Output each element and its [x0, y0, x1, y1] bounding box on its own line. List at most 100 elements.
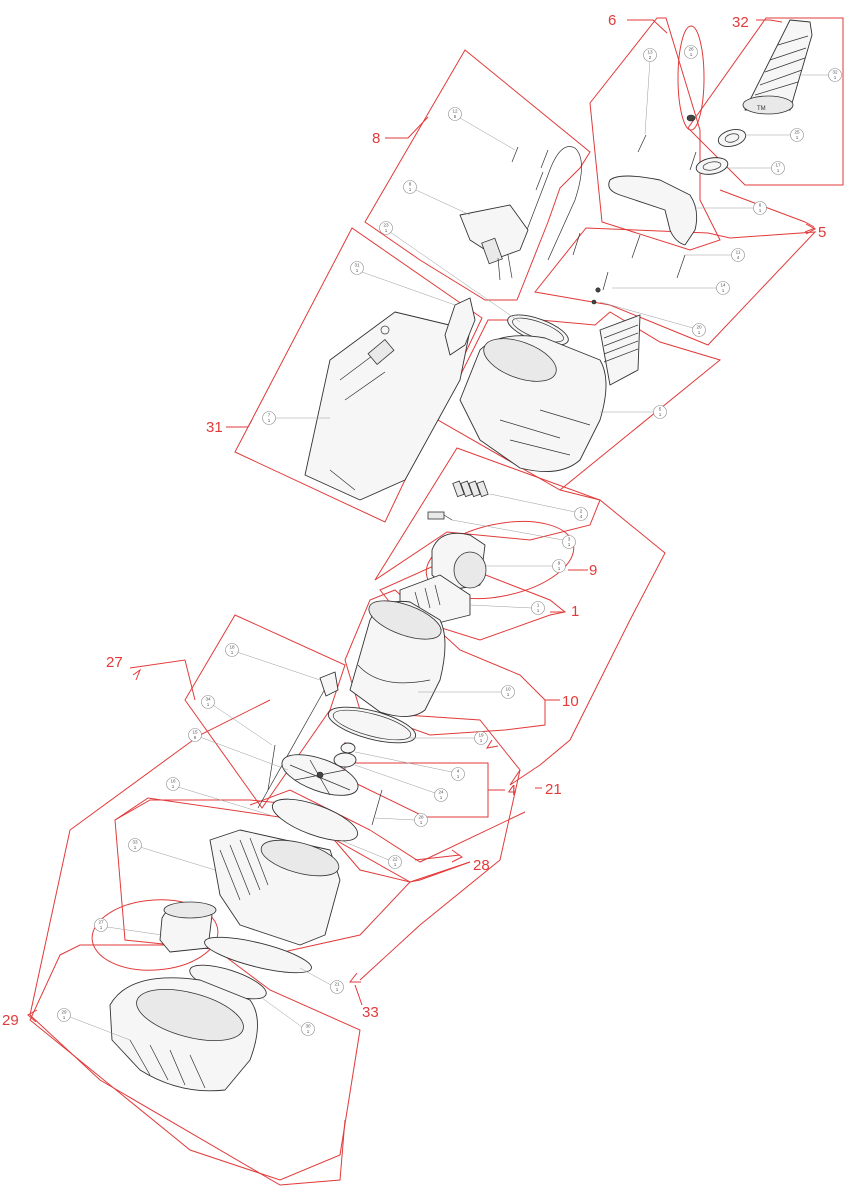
tag-10: 101 — [418, 685, 515, 699]
svg-text:7: 7 — [268, 413, 271, 418]
pump-head-5 — [459, 314, 641, 473]
svg-text:6: 6 — [194, 735, 197, 740]
group-29-leader-bottom — [29, 1014, 346, 1186]
svg-text:29: 29 — [61, 1010, 67, 1015]
tag-2: 24 — [489, 493, 588, 521]
disc-16 — [271, 798, 359, 842]
tag-9: 91 — [486, 559, 566, 573]
tag-33: 331 — [128, 838, 216, 871]
tag-19: 191 — [410, 731, 488, 745]
svg-text:4: 4 — [580, 514, 583, 519]
seal-24 — [333, 752, 357, 768]
group-4-outline — [344, 742, 489, 818]
motor-10 — [349, 600, 446, 717]
svg-text:1: 1 — [307, 1029, 310, 1034]
svg-text:1: 1 — [409, 187, 412, 192]
callout-28: 28 — [473, 857, 490, 874]
screw-28 — [371, 789, 383, 826]
svg-text:1: 1 — [698, 330, 701, 335]
callout-10: 10 — [562, 693, 579, 710]
svg-text:11: 11 — [736, 250, 741, 255]
svg-text:1: 1 — [537, 603, 540, 608]
svg-text:1: 1 — [777, 168, 780, 173]
tag-20: 201 — [599, 301, 706, 337]
handle-mark: TM — [757, 106, 766, 112]
group-6-outline — [589, 17, 721, 251]
group-21b-outline — [359, 769, 521, 981]
callout-leaders — [129, 19, 816, 1006]
svg-text:1: 1 — [268, 418, 271, 423]
oring-21 — [204, 936, 312, 974]
capacitor-9 — [431, 532, 487, 591]
svg-text:28: 28 — [418, 815, 424, 820]
svg-text:27: 27 — [98, 920, 104, 925]
arrow-28 — [451, 849, 463, 863]
svg-text:1: 1 — [537, 608, 540, 613]
svg-text:4: 4 — [457, 769, 460, 774]
svg-text:14: 14 — [720, 283, 726, 288]
svg-text:1: 1 — [659, 412, 662, 417]
svg-text:2: 2 — [649, 55, 652, 60]
svg-text:8: 8 — [409, 182, 412, 187]
callout-6: 6 — [608, 12, 616, 29]
callout-8: 8 — [372, 130, 380, 147]
svg-text:1: 1 — [420, 820, 423, 825]
screw-34 — [267, 744, 276, 791]
tag-6: 61 — [695, 201, 767, 215]
callout-1: 1 — [571, 603, 579, 620]
group-5-outline — [437, 311, 722, 491]
svg-text:1: 1 — [394, 862, 397, 867]
tag-27: 271 — [94, 918, 163, 936]
arrow-19 — [485, 739, 499, 749]
svg-text:1: 1 — [722, 288, 725, 293]
svg-text:1: 1 — [480, 738, 483, 743]
callout-5: 5 — [818, 224, 826, 241]
tag-7: 71 — [262, 411, 330, 425]
tag-12: 125 — [448, 107, 516, 151]
group-2-3-outline — [374, 447, 601, 581]
part-tags: 132 261 321 251 171 61 125 81 231 114 14… — [57, 45, 842, 1041]
svg-text:9: 9 — [558, 561, 561, 566]
float-rod-18 — [257, 671, 339, 809]
group-27-ring — [91, 899, 219, 971]
svg-text:1: 1 — [558, 566, 561, 571]
housing-7 — [304, 311, 471, 501]
svg-text:5: 5 — [659, 407, 662, 412]
svg-text:1: 1 — [759, 208, 762, 213]
svg-text:1: 1 — [336, 987, 339, 992]
tag-30: 301 — [261, 997, 315, 1036]
tag-11: 114 — [685, 248, 745, 262]
svg-text:33: 33 — [132, 840, 138, 845]
svg-text:1: 1 — [690, 52, 693, 57]
svg-text:22: 22 — [392, 857, 398, 862]
svg-text:1: 1 — [440, 795, 443, 800]
tag-14: 141 — [612, 281, 730, 295]
svg-text:2: 2 — [580, 509, 583, 514]
tag-13: 132 — [643, 48, 657, 135]
svg-text:1: 1 — [100, 925, 103, 930]
group-29-leader-top — [29, 699, 271, 1016]
connector-3 — [427, 511, 453, 521]
arrowheads — [27, 223, 817, 1023]
group-28-outline — [249, 789, 526, 863]
svg-text:26: 26 — [688, 47, 694, 52]
svg-text:1: 1 — [568, 542, 571, 547]
arrow-21 — [348, 972, 361, 983]
impeller-15 — [281, 754, 359, 796]
strainer-27 — [159, 901, 217, 953]
callout-numbers: 6 32 8 5 31 9 1 27 10 4 21 28 29 33 — [2, 12, 826, 1029]
handle-6 — [608, 175, 698, 246]
svg-text:1: 1 — [457, 774, 460, 779]
tag-15: 156 — [188, 728, 289, 771]
svg-text:1: 1 — [231, 650, 234, 655]
tag-3: 31 — [451, 519, 576, 549]
group-8-outline — [364, 49, 591, 301]
tag-28: 281 — [374, 813, 428, 827]
svg-text:6: 6 — [759, 203, 762, 208]
callout-33: 33 — [362, 1004, 379, 1021]
svg-text:21: 21 — [334, 982, 340, 987]
group-33-lower-outline — [114, 797, 411, 956]
hose-adapter: TM — [742, 19, 813, 115]
svg-text:15: 15 — [192, 730, 198, 735]
svg-text:17: 17 — [775, 163, 781, 168]
